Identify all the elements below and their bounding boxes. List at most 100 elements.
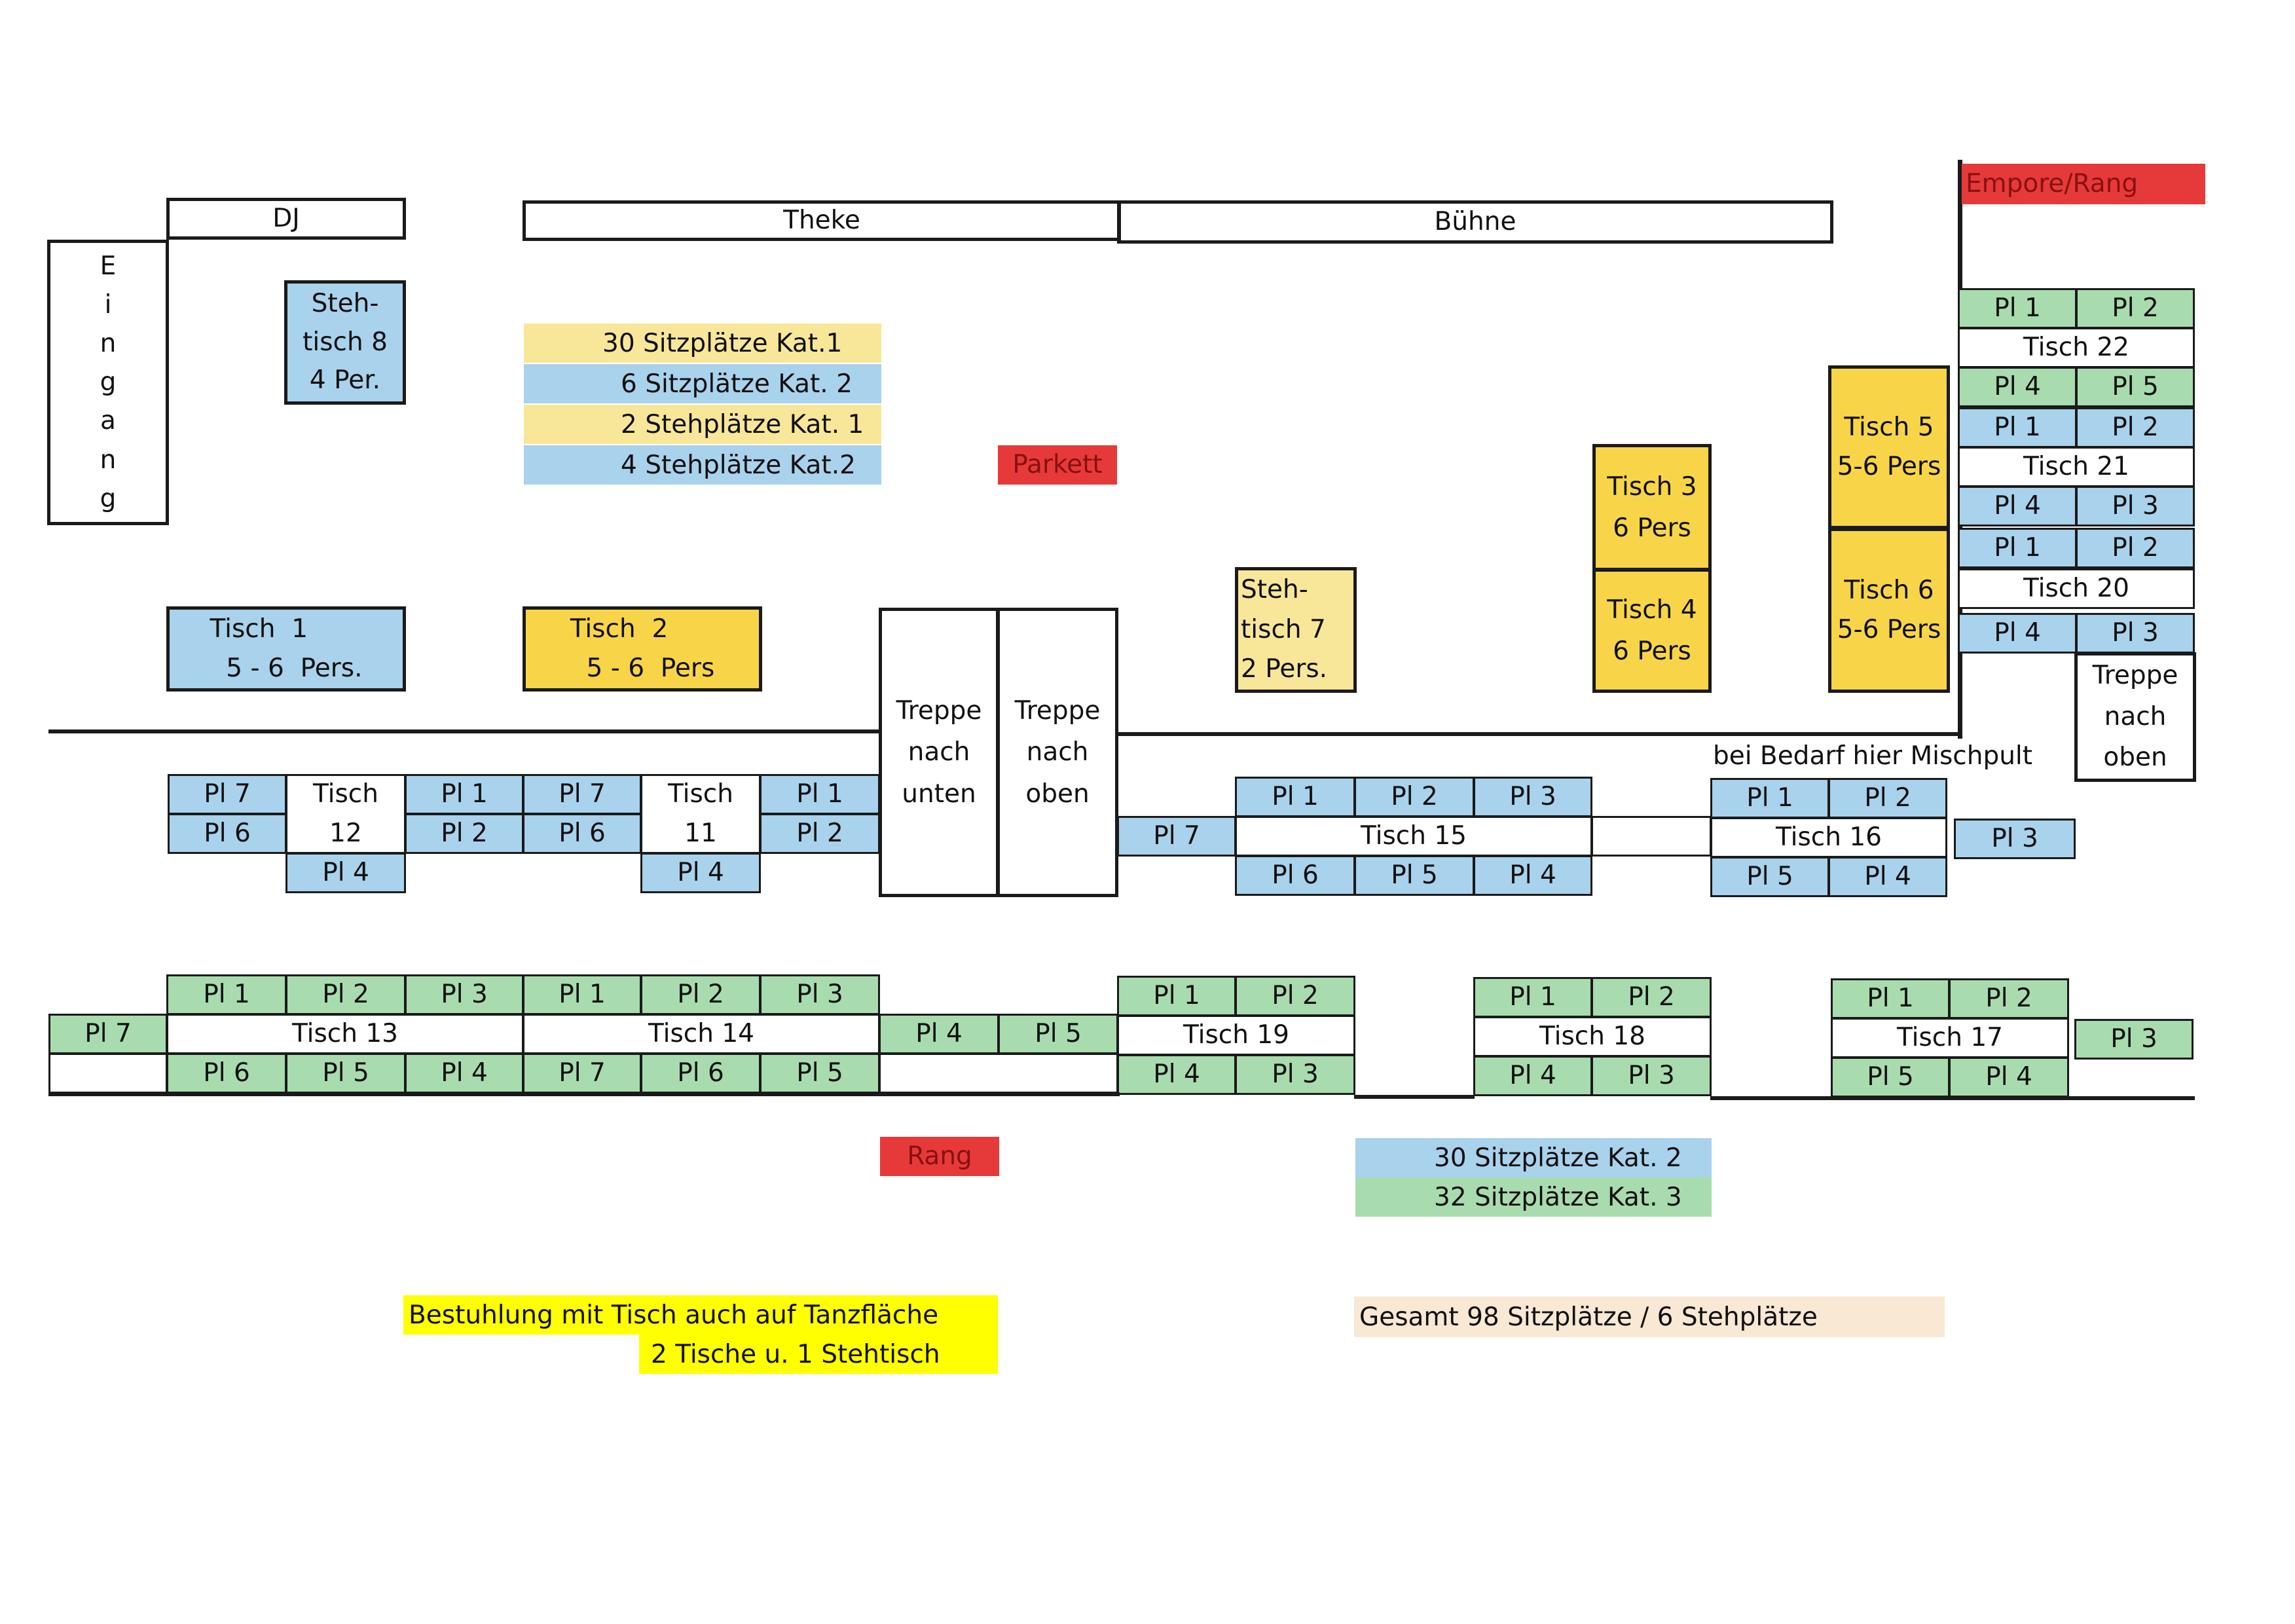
- tisch-16-label: Tisch 16: [1776, 822, 1882, 853]
- seat-t18-3: Pl 3: [1591, 1056, 1712, 1096]
- seat-t17-4: Pl 4: [1949, 1057, 2069, 1098]
- spacer-center: [879, 1053, 1118, 1094]
- seat-label: Pl 7: [559, 779, 606, 809]
- seat-label: Pl 7: [1153, 821, 1200, 851]
- legend-text: 30 Sitzplätze Kat.1: [602, 328, 843, 358]
- seat-label: Pl 4: [1985, 1062, 2032, 1092]
- seat-t22-2: Pl 2: [2076, 288, 2195, 329]
- seat-label: Pl 5: [796, 1058, 843, 1088]
- seat-t13-1: Pl 1: [166, 974, 287, 1015]
- tisch-17: Tisch 17: [1831, 1018, 2069, 1058]
- seat-t21-2: Pl 2: [2076, 407, 2195, 448]
- stairs-up-label: Treppe nach oben: [1014, 696, 1101, 809]
- stairs-down: Treppe nach unten: [879, 608, 999, 897]
- tisch-15: Tisch 15: [1235, 816, 1592, 857]
- seat-t17-3: Pl 3: [2074, 1019, 2194, 1060]
- seat-label: Pl 1: [1994, 293, 2041, 323]
- legend-kat2-steh: 4 Stehplätze Kat.2: [524, 445, 881, 485]
- tisch-17-label: Tisch 17: [1897, 1023, 2003, 1053]
- seat-label: Pl 2: [1272, 981, 1319, 1011]
- seat-label: Pl 1: [796, 779, 843, 809]
- parkett-marker: Parkett: [998, 445, 1117, 485]
- buehne-label: Bühne: [1434, 207, 1516, 237]
- seat-t15-1: Pl 1: [1235, 777, 1355, 817]
- seat-label: Pl 2: [322, 980, 369, 1010]
- tisch-6-label: Tisch 6 5-6 Pers: [1837, 575, 1941, 644]
- bar-counter: Theke: [523, 200, 1121, 241]
- seat-label: Pl 2: [2112, 293, 2159, 323]
- seat-label: Pl 6: [1272, 860, 1319, 891]
- stehtisch-7: Steh- tisch 7 2 Pers.: [1235, 567, 1357, 693]
- seat-t12-1: Pl 1: [405, 774, 524, 815]
- seat-label: Pl 6: [677, 1058, 724, 1088]
- seat-label: Pl 5: [1035, 1019, 1082, 1049]
- seat-label: Pl 2: [441, 819, 488, 849]
- legend-kat3: 32 Sitzplätze Kat. 3: [1355, 1177, 1712, 1217]
- seat-t13-5: Pl 5: [285, 1053, 406, 1094]
- seat-t11-2: Pl 2: [760, 813, 880, 854]
- seat-t17-2: Pl 2: [1949, 978, 2069, 1019]
- seat-label: Pl 2: [1628, 982, 1675, 1012]
- seat-t22-1: Pl 1: [1958, 288, 2077, 329]
- note-bestuhlung-2: 2 Tische u. 1 Stehtisch: [639, 1335, 998, 1374]
- seat-t19-5: Pl 5: [998, 1014, 1118, 1054]
- spacer-left: [48, 1053, 168, 1094]
- stehtisch-8-label: Steh- tisch 8 4 Per.: [303, 289, 388, 396]
- tisch-16: Tisch 16: [1710, 817, 1947, 858]
- seat-label: Pl 2: [2112, 413, 2159, 443]
- seat-label: Pl 6: [204, 819, 251, 849]
- tisch-12: Tisch 12: [285, 774, 406, 854]
- seat-label: Pl 7: [204, 779, 251, 809]
- seat-t15-2: Pl 2: [1354, 777, 1475, 817]
- tisch-21: Tisch 21: [1958, 447, 2195, 487]
- seat-label: Pl 3: [1991, 824, 2038, 854]
- tisch-4-label: Tisch 4 6 Pers: [1607, 595, 1697, 666]
- seat-label: Pl 6: [203, 1058, 250, 1088]
- seat-label: Pl 1: [1746, 783, 1793, 813]
- seat-t18-2: Pl 2: [1591, 977, 1712, 1018]
- note-text: Gesamt 98 Sitzplätze / 6 Stehplätze: [1359, 1302, 1818, 1332]
- tisch-18-label: Tisch 18: [1539, 1022, 1645, 1052]
- tisch-20-label: Tisch 20: [2023, 574, 2129, 604]
- seat-label: Pl 4: [1153, 1060, 1200, 1090]
- seat-label: Pl 3: [1628, 1061, 1675, 1091]
- seat-label: Pl 3: [2112, 618, 2159, 648]
- seat-t20-1: Pl 1: [1958, 528, 2077, 568]
- tisch-1-label: Tisch 1 5 - 6 Pers.: [210, 614, 363, 683]
- entrance-letter: g: [100, 483, 117, 513]
- seat-label: Pl 1: [559, 980, 606, 1010]
- seat-label: Pl 1: [203, 980, 250, 1010]
- seat-label: Pl 3: [2112, 491, 2159, 521]
- seat-t20-2: Pl 2: [2076, 528, 2195, 568]
- tisch-5-label: Tisch 5 5-6 Pers: [1837, 412, 1941, 481]
- seat-t16-3: Pl 3: [1954, 819, 2076, 859]
- seat-t14-1: Pl 1: [523, 974, 642, 1015]
- seat-t15-5: Pl 5: [1354, 855, 1475, 896]
- entrance-letter: a: [100, 406, 116, 436]
- legend-text: 30 Sitzplätze Kat. 2: [1434, 1143, 1682, 1173]
- stehtisch-8: Steh- tisch 8 4 Per.: [284, 280, 406, 405]
- seat-label: Pl 2: [677, 980, 724, 1010]
- seat-t13-6: Pl 6: [166, 1053, 287, 1094]
- mischpult-note: bei Bedarf hier Mischpult: [1709, 737, 2036, 775]
- seat-t22-5: Pl 5: [2076, 367, 2195, 407]
- wall-line-lower-right: [1710, 1096, 2195, 1100]
- seat-t11-7: Pl 7: [523, 774, 642, 815]
- tisch-2-label: Tisch 2 5 - 6 Pers: [570, 614, 715, 683]
- note-text: Bestuhlung mit Tisch auch auf Tanzfläche: [409, 1300, 939, 1330]
- entrance: E i n g a n g: [47, 240, 169, 525]
- tisch-19: Tisch 19: [1117, 1015, 1355, 1056]
- seat-label: Pl 5: [322, 1058, 369, 1088]
- seat-t14-4: Pl 4: [879, 1014, 999, 1054]
- parkett-label: Parkett: [1012, 450, 1103, 480]
- seat-label: Pl 2: [1391, 782, 1438, 812]
- seat-t16-4: Pl 4: [1828, 857, 1947, 897]
- seat-label: Pl 2: [1864, 783, 1911, 813]
- tisch-22-label: Tisch 22: [2023, 333, 2129, 363]
- theke-label: Theke: [783, 206, 860, 236]
- tisch-14-label: Tisch 14: [648, 1019, 754, 1049]
- seat-t12-6: Pl 6: [168, 813, 287, 854]
- tisch-22: Tisch 22: [1958, 327, 2195, 368]
- seat-t22-4: Pl 4: [1958, 367, 2077, 407]
